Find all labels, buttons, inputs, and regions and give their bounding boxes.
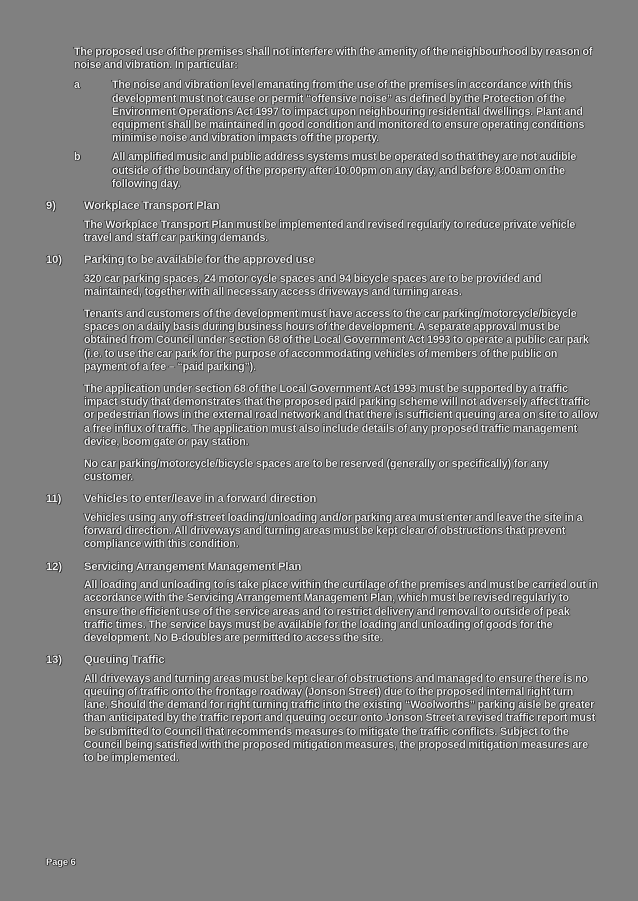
condition-9: 9) Workplace Transport Plan The Workplac… (46, 200, 598, 245)
condition-number: 9) (46, 200, 56, 213)
condition-number: 12) (46, 560, 62, 573)
sub-item-marker: a (74, 79, 80, 92)
condition-heading: 11) Vehicles to enter/leave in a forward… (46, 493, 598, 507)
condition-heading: 12) Servicing Arrangement Management Pla… (46, 561, 598, 575)
condition-12: 12) Servicing Arrangement Management Pla… (46, 561, 598, 646)
condition-title: Workplace Transport Plan (84, 200, 220, 213)
condition-number: 11) (46, 493, 62, 506)
condition-paragraph: 320 car parking spaces, 24 motor cycle s… (84, 272, 542, 298)
page-footer: Page 6 (46, 856, 76, 867)
condition-body: All driveways and turning areas must be … (46, 673, 598, 765)
sub-item-a: a The noise and vibration level emanatin… (46, 79, 598, 145)
condition-paragraph: All loading and unloading to is take pla… (84, 579, 598, 645)
condition-heading: 13) Queuing Traffic (46, 654, 598, 668)
condition-paragraph: All driveways and turning areas must be … (84, 672, 596, 765)
condition-heading: 9) Workplace Transport Plan (46, 200, 598, 214)
condition-body: Vehicles using any off-street loading/un… (46, 512, 598, 552)
condition-paragraph: Tenants and customers of the development… (84, 308, 589, 373)
condition-10: 10) Parking to be available for the appr… (46, 254, 598, 484)
condition-paragraph: The Workplace Transport Plan must be imp… (84, 218, 576, 244)
condition-title: Parking to be available for the approved… (84, 254, 315, 267)
condition-body: All loading and unloading to is take pla… (46, 579, 598, 645)
sub-item-b: b All amplified music and public address… (46, 151, 598, 191)
condition-body: The Workplace Transport Plan must be imp… (46, 219, 598, 245)
condition-heading: 10) Parking to be available for the appr… (46, 254, 598, 268)
condition-title: Vehicles to enter/leave in a forward dir… (84, 493, 317, 506)
condition-paragraph: No car parking/motorcycle/bicycle spaces… (84, 458, 549, 484)
condition-paragraph: Vehicles using any off-street loading/un… (84, 512, 583, 551)
condition-paragraph: The application under section 68 of the … (84, 383, 598, 448)
sub-item-text: All amplified music and public address s… (112, 151, 577, 190)
condition-11: 11) Vehicles to enter/leave in a forward… (46, 493, 598, 551)
condition-title: Queuing Traffic (84, 654, 165, 667)
condition-body: 320 car parking spaces, 24 motor cycle s… (46, 273, 598, 485)
condition-title: Servicing Arrangement Management Plan (84, 560, 302, 573)
condition-13: 13) Queuing Traffic All driveways and tu… (46, 654, 598, 765)
sub-item-marker: b (74, 151, 81, 164)
sub-item-text: The noise and vibration level emanating … (112, 79, 585, 145)
intro-paragraph: The proposed use of the premises shall n… (74, 46, 593, 72)
condition-number: 10) (46, 254, 62, 267)
conditions-list: 9) Workplace Transport Plan The Workplac… (46, 200, 598, 765)
condition-number: 13) (46, 654, 62, 667)
